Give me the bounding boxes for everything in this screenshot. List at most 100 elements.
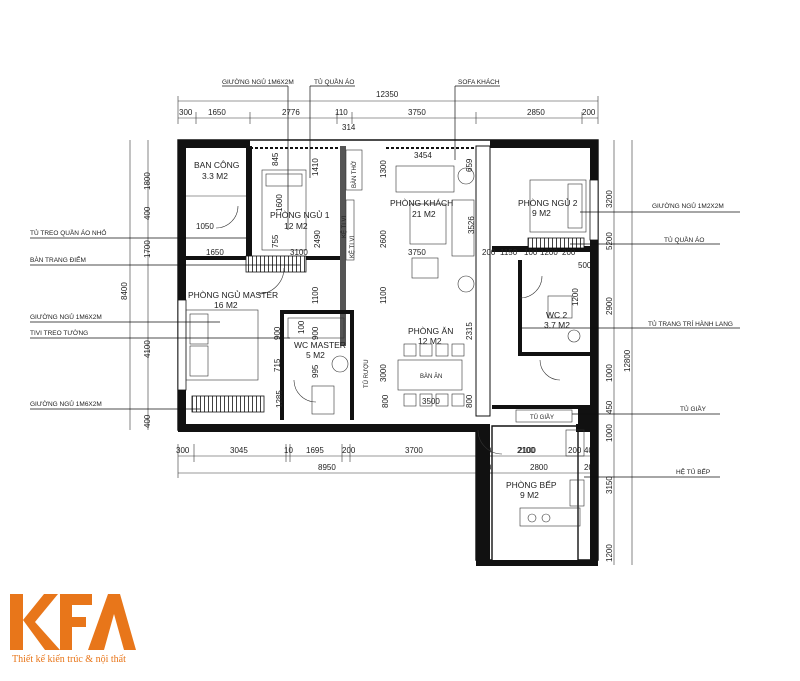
kfa-logo-mark — [10, 594, 136, 650]
room-dining-area: 12 M2 — [418, 336, 442, 346]
walls — [177, 139, 599, 566]
label-dresser: BÀN TRANG ĐIỂM — [30, 255, 86, 264]
svg-text:3454: 3454 — [414, 151, 432, 160]
dim-right-seg-1: 3200 — [605, 190, 614, 208]
svg-text:3750: 3750 — [408, 248, 426, 257]
dim-right-seg-5: 450 — [605, 400, 614, 414]
svg-text:715: 715 — [273, 358, 282, 372]
label-small-wardrobe: TỦ TREO QUẦN ÁO NHỎ — [30, 227, 106, 237]
svg-text:200: 200 — [482, 248, 496, 257]
dim-right-seg-4: 1000 — [605, 364, 614, 382]
dim-top-seg-5: 3750 — [408, 108, 426, 117]
room-bedroom2-name: PHÒNG NGỦ 2 — [518, 197, 578, 208]
label-bed-bottom: GIƯỜNG NGỦ 1M6X2M — [30, 399, 102, 408]
room-living-name: PHÒNG KHÁCH — [390, 198, 453, 208]
dim-left-seg-1: 1800 — [143, 172, 152, 190]
dim-right-seg-3: 2900 — [605, 297, 614, 315]
svg-text:100: 100 — [524, 248, 538, 257]
wardrobe-master — [191, 395, 265, 413]
label-wardrobe-right: TỦ QUẦN ÁO — [664, 234, 704, 244]
dim-kitchen-3: 200 — [568, 446, 582, 455]
svg-text:1410: 1410 — [311, 158, 320, 176]
svg-text:1150: 1150 — [500, 248, 518, 257]
room-kitchen-area: 9 M2 — [520, 490, 539, 500]
svg-text:659: 659 — [465, 158, 474, 172]
label-wall-tv: TIVI TREO TƯỜNG — [30, 328, 88, 337]
dim-left-overall: 8400 — [120, 282, 129, 300]
svg-text:1050: 1050 — [196, 222, 214, 231]
wardrobe-bedroom2 — [527, 237, 585, 249]
dim-left-seg-3: 1700 — [143, 240, 152, 258]
room-bedroom1-area: 12 M2 — [284, 221, 308, 231]
svg-text:200: 200 — [562, 248, 576, 257]
room-living-area: 21 M2 — [412, 209, 436, 219]
furn-tv-a: KỆ TI VI — [340, 215, 348, 238]
room-bedroom1-name: PHÒNG NGỦ 1 — [270, 209, 330, 220]
room-bedroom2-area: 9 M2 — [532, 208, 551, 218]
dim-top-small: 314 — [342, 123, 356, 132]
furn-shoe: TỦ GIẦY — [530, 414, 554, 421]
dim-bottom-seg-2: 3045 — [230, 446, 248, 455]
label-kitchen-cabinet: HỆ TỦ BẾP — [676, 466, 710, 476]
room-wc-master-area: 5 M2 — [306, 350, 325, 360]
furn-dining-table: BÀN ĂN — [420, 373, 442, 380]
wardrobe-bedroom1 — [245, 255, 307, 273]
dim-bottom-seg-6: 3700 — [405, 446, 423, 455]
svg-text:1650: 1650 — [206, 248, 224, 257]
dim-right-seg-8: 1200 — [605, 544, 614, 562]
dim-right-small: 500 — [578, 261, 592, 270]
svg-text:1100: 1100 — [311, 286, 320, 304]
dim-right-seg-7: 3150 — [605, 476, 614, 494]
right-labels: GIƯỜNG NGỦ 1M2X2M TỦ QUẦN ÁO TỦ TRANG TR… — [520, 201, 740, 478]
label-bed-master: GIƯỜNG NGỦ 1M6X2M — [30, 312, 102, 321]
furniture — [185, 149, 587, 527]
dim-left-seg-4: 4100 — [143, 340, 152, 358]
label-bed2: GIƯỜNG NGỦ 1M2X2M — [652, 201, 724, 210]
svg-text:995: 995 — [311, 364, 320, 378]
svg-text:2100: 2100 — [518, 446, 536, 455]
svg-text:2490: 2490 — [313, 230, 322, 248]
svg-text:900: 900 — [273, 326, 282, 340]
dim-bottom-seg-3: 10 — [284, 446, 293, 455]
dim-kitchen-5: 2800 — [530, 463, 548, 472]
room-wc-master-name: WC MASTER — [294, 340, 346, 350]
svg-text:900: 900 — [311, 326, 320, 340]
room-master-name: PHÒNG NGỦ MASTER — [188, 289, 278, 300]
room-master-area: 16 M2 — [214, 300, 238, 310]
svg-text:1100: 1100 — [379, 286, 388, 304]
furn-altar: BÀN THỜ — [351, 161, 358, 188]
dim-top-seg-3: 2776 — [282, 108, 300, 117]
svg-text:1200: 1200 — [571, 288, 580, 306]
kfa-tagline: Thiết kế kiến trúc & nội thất — [12, 654, 126, 665]
svg-text:1600: 1600 — [275, 194, 284, 212]
svg-text:3500: 3500 — [422, 397, 440, 406]
dim-bottom-seg-1: 300 — [176, 446, 190, 455]
room-balcony-name: BAN CÔNG — [194, 160, 239, 170]
dim-top-seg-1: 300 — [179, 108, 193, 117]
svg-text:3526: 3526 — [467, 216, 476, 234]
svg-text:800: 800 — [465, 394, 474, 408]
furn-wine: TỦ RƯỢU — [363, 359, 370, 388]
svg-text:1200: 1200 — [540, 248, 558, 257]
furn-tv-b: KỆ TI VI — [348, 235, 356, 258]
inner-dimensions: 845 1410 1300 3454 659 1600 755 2490 260… — [196, 151, 580, 455]
room-kitchen-name: PHÒNG BẾP — [506, 480, 557, 490]
label-sofa-top: SOFA KHÁCH — [458, 77, 500, 86]
room-dining-name: PHÒNG ĂN — [408, 326, 453, 336]
dim-bottom-overall: 8950 — [318, 463, 336, 472]
dim-top-seg-7: 200 — [582, 108, 596, 117]
label-wardrobe-top: TỦ QUẦN ÁO — [314, 76, 354, 86]
svg-text:800: 800 — [381, 394, 390, 408]
dim-right-overall: 12800 — [623, 349, 632, 372]
svg-text:1300: 1300 — [379, 160, 388, 178]
svg-text:845: 845 — [271, 152, 280, 166]
dim-left-seg-5: 400 — [143, 414, 152, 428]
svg-text:755: 755 — [271, 234, 280, 248]
svg-text:3100: 3100 — [290, 248, 308, 257]
dim-kitchen-2: 2100 — [517, 446, 535, 455]
dim-bottom-seg-5: 200 — [342, 446, 356, 455]
svg-text:1285: 1285 — [275, 390, 284, 408]
kfa-logo: Thiết kế kiến trúc & nội thất — [8, 590, 178, 670]
room-wc2-area: 3.7 M2 — [544, 320, 570, 330]
